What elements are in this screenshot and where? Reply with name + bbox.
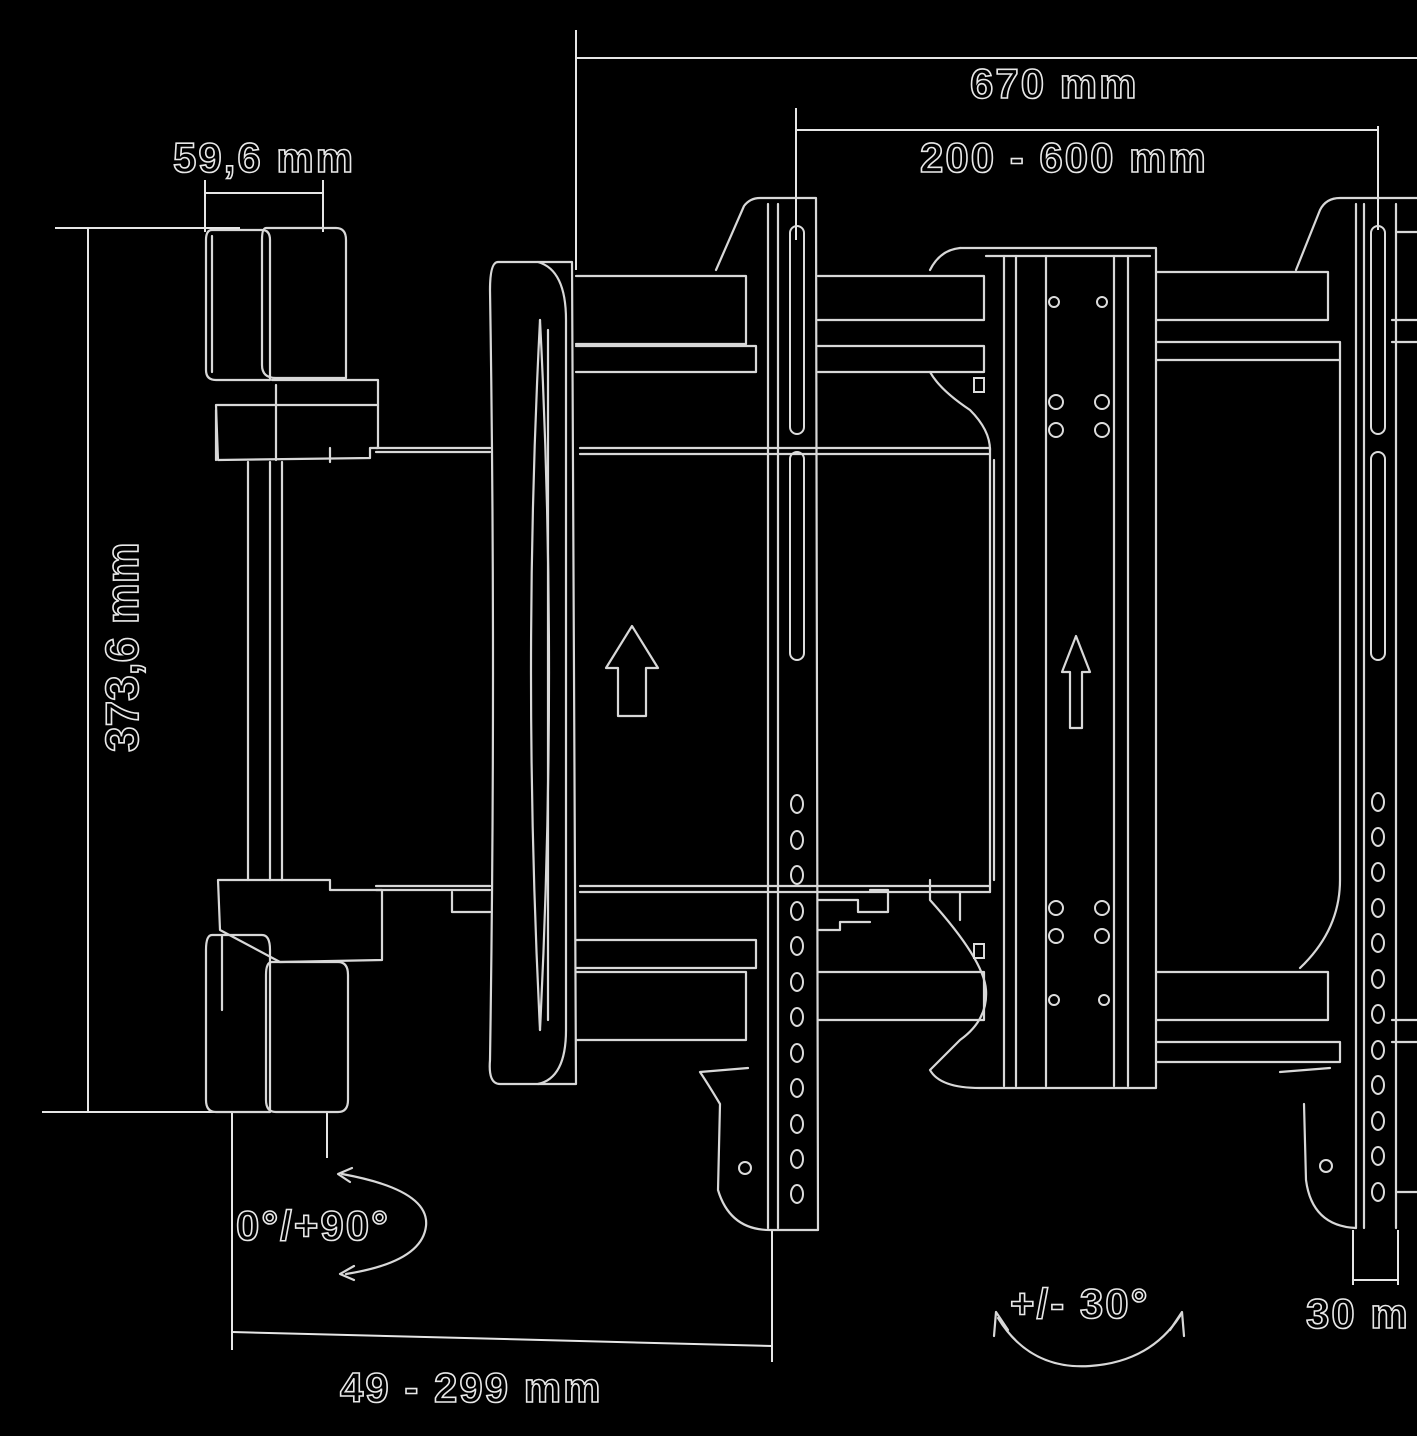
lower-joint-details [450,888,962,932]
arm-width-label: 59,6 mm [172,133,356,182]
swing-arms [374,446,996,894]
height-label: 373,6 mm [95,541,149,752]
total-width-label: 670 mm [969,59,1139,108]
tilt-label: +/- 30° [1009,1279,1150,1328]
wall-plate [204,226,384,1114]
cross-beams [574,270,1417,1064]
up-arrow-icon [604,624,660,718]
rotation-arrow-icon [336,1166,428,1282]
center-plate [928,246,1158,1090]
depth-label: 30 m [1305,1289,1410,1338]
extension-label: 49 - 299 mm [339,1363,603,1412]
plate-up-arrow-icon [1060,634,1092,730]
tilt-arrow-icon [992,1310,1186,1368]
swivel-joint [488,260,578,1086]
dimension-lines [42,30,1417,1362]
vesa-range-label: 200 - 600 mm [919,133,1208,182]
left-bracket [698,196,820,1232]
rotation-label: 0°/+90° [235,1201,390,1250]
right-bracket [1278,196,1417,1230]
